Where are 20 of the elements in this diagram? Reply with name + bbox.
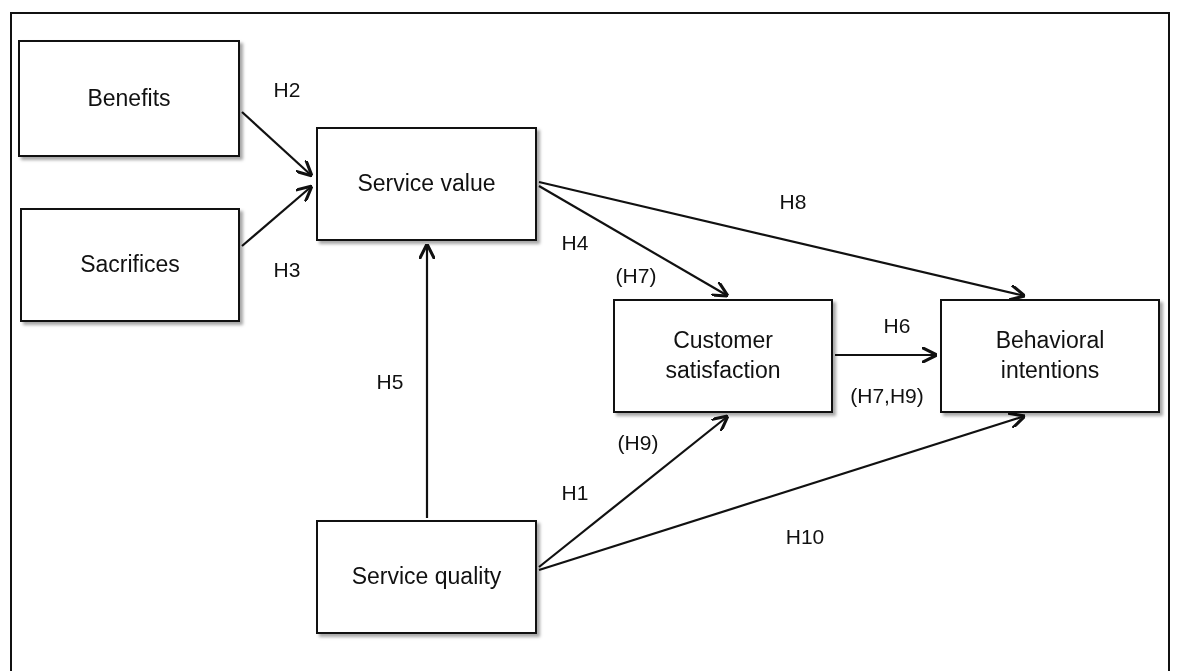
construct-label: Behavioral intentions xyxy=(994,326,1106,385)
arrow xyxy=(835,345,939,365)
construct-box xyxy=(18,40,240,157)
construct-label: Benefits xyxy=(87,83,171,113)
construct-label: Service value xyxy=(357,169,496,199)
arrow xyxy=(417,242,437,518)
construct-box xyxy=(20,208,240,322)
arrow xyxy=(538,185,730,298)
construct-label: Service quality xyxy=(351,562,502,592)
arrow xyxy=(538,180,1027,302)
construct-box xyxy=(940,299,1160,413)
arrow xyxy=(241,184,314,247)
construct-box xyxy=(316,127,537,241)
construct-label: Sacrifices xyxy=(80,250,180,280)
construct-box xyxy=(613,299,833,413)
construct-box xyxy=(316,520,537,634)
arrow xyxy=(241,111,314,178)
arrow xyxy=(538,414,730,568)
arrow xyxy=(538,411,1027,572)
construct-label: Customer satisfaction xyxy=(664,326,782,385)
